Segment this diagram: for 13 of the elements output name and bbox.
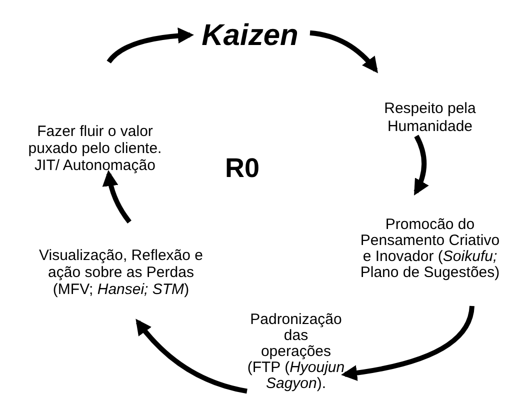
- step-text: Respeito pela Humanidade: [383, 100, 477, 136]
- step-text: Kaizen: [202, 18, 298, 54]
- cycle-label: R0: [225, 152, 260, 185]
- curved-arrow: [310, 30, 378, 74]
- curved-arrow: [136, 318, 248, 394]
- curved-arrow: [341, 306, 474, 381]
- curved-arrow: [414, 134, 429, 196]
- step-text: Promocão do Pensamento Criativo e Inovador (Soikufu; Plano de Sugestões): [360, 217, 500, 281]
- step-text: Padronização das operações (FTP (Hyoujun Sagyon).: [247, 312, 345, 392]
- curved-arrow: [106, 28, 194, 64]
- step-text: Visualização, Reflexão e ação sobre as Perdas (MFV; Hansei; STM): [38, 246, 204, 298]
- step-text: Fazer fluir o valor puxado pelo cliente. JIT/ Autonomação: [27, 123, 163, 174]
- curved-arrow: [102, 170, 132, 224]
